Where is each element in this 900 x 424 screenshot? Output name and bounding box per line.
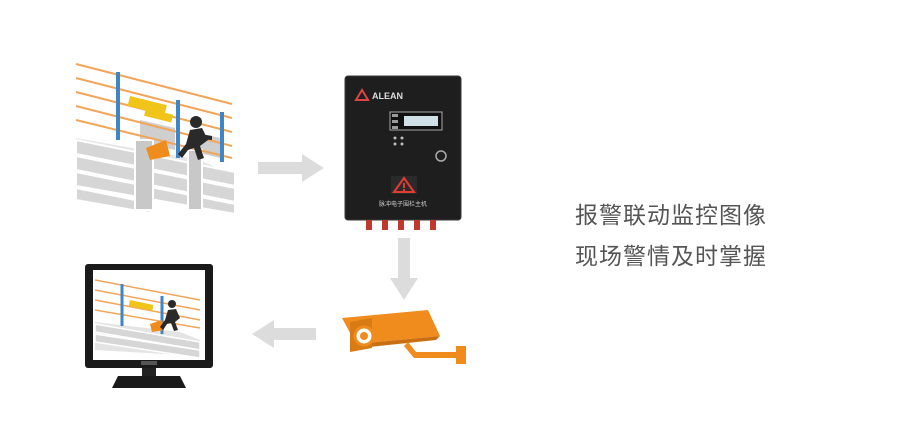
brand-logo-icon xyxy=(354,88,370,101)
camera-icon xyxy=(342,310,466,364)
arrow-left xyxy=(252,320,316,348)
caption-line-2: 现场警情及时掌握 xyxy=(575,244,767,270)
warning-icon xyxy=(391,176,417,194)
fence-scene xyxy=(75,63,236,216)
controller-brand: ALEAN xyxy=(372,91,403,101)
arrow-down xyxy=(390,238,418,300)
controller-label: 脉冲电子围栏主机 xyxy=(379,200,427,208)
arrow-right-1 xyxy=(258,154,324,182)
controller-box: ALEAN 脉冲电子围栏主机 xyxy=(344,75,462,230)
monitor-icon xyxy=(85,264,213,388)
caption-line-1: 报警联动监控图像 xyxy=(575,203,767,229)
lock-icon xyxy=(435,150,447,162)
